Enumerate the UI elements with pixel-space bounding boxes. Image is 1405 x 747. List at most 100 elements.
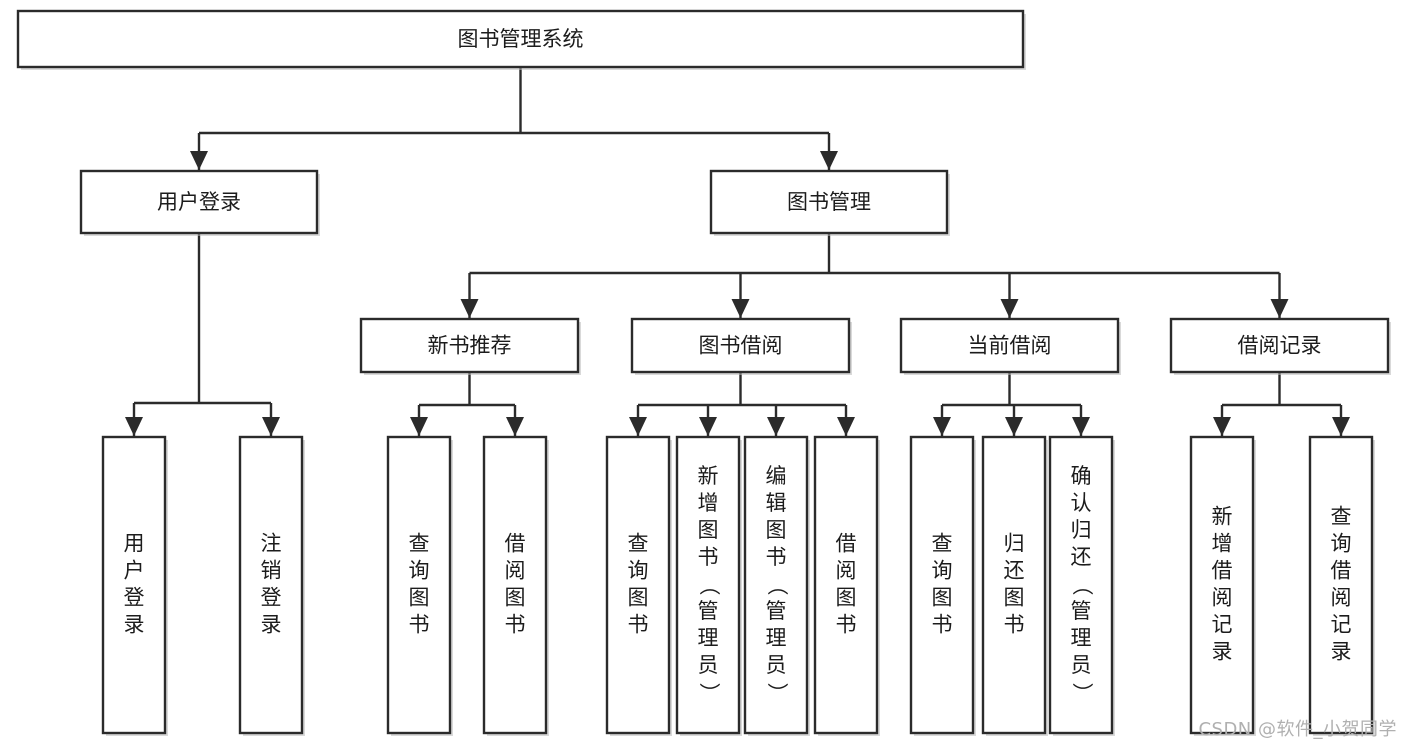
svg-text:图: 图 (932, 586, 953, 610)
svg-text:书: 书 (698, 545, 719, 569)
leaf-add-borrow-record-rect (1189, 435, 1255, 735)
node-borrow-record[interactable]: 借阅记录 (1169, 317, 1391, 375)
node-current-borrow-label: 当前借阅 (968, 334, 1052, 358)
leaf-user-login-label: 用户登录 (124, 532, 145, 637)
arrow-head-icon (410, 417, 428, 436)
svg-text:图: 图 (836, 586, 857, 610)
svg-text:登: 登 (124, 586, 145, 610)
svg-text:询: 询 (932, 559, 953, 583)
leaf-edit-book-admin-rect (743, 435, 809, 735)
svg-text:录: 录 (124, 613, 145, 637)
node-current-borrow[interactable]: 当前借阅 (899, 317, 1121, 375)
svg-text:阅: 阅 (505, 559, 526, 583)
node-root-title-rect (16, 9, 1025, 69)
leaf-return-book-rect (981, 435, 1047, 735)
svg-text:归: 归 (1004, 532, 1025, 556)
node-book-borrow[interactable]: 图书借阅 (630, 317, 852, 375)
svg-text:登: 登 (261, 586, 282, 610)
svg-text:借: 借 (1212, 559, 1233, 583)
node-borrow-record-rect (1169, 317, 1390, 374)
svg-text:新: 新 (1212, 505, 1233, 529)
leaf-user-login[interactable]: 用户登录 (101, 435, 168, 736)
arrow-head-icon (190, 151, 208, 170)
svg-text:书: 书 (505, 613, 526, 637)
svg-text:还: 还 (1004, 559, 1025, 583)
svg-text:（: （ (697, 575, 721, 596)
leaf-borrow-book-1-rect (482, 435, 548, 735)
arrow-head-icon (629, 417, 647, 436)
svg-text:）: ） (1070, 683, 1094, 704)
svg-text:查: 查 (1331, 505, 1352, 529)
arrow-head-icon (699, 417, 717, 436)
arrow-head-icon (460, 299, 479, 318)
arrow-head-icon (1005, 417, 1023, 436)
node-current-borrow-rect (899, 317, 1120, 374)
arrow-head-icon (262, 417, 280, 436)
svg-text:记: 记 (1331, 613, 1352, 637)
arrow-head-icon (506, 417, 524, 436)
svg-text:借: 借 (1331, 559, 1352, 583)
node-user-login[interactable]: 用户登录 (79, 169, 320, 236)
arrow-head-icon (125, 417, 143, 436)
arrow-head-icon (1332, 417, 1350, 436)
svg-text:管: 管 (698, 599, 719, 623)
edges-layer (125, 67, 1350, 436)
svg-text:询: 询 (409, 559, 430, 583)
svg-text:认: 认 (1071, 491, 1092, 515)
svg-text:户: 户 (124, 559, 145, 583)
svg-text:录: 录 (1212, 640, 1233, 664)
node-root-title[interactable]: 图书管理系统 (16, 9, 1026, 70)
node-root-title-label: 图书管理系统 (458, 27, 584, 51)
arrow-head-icon (767, 417, 785, 436)
node-book-management-rect (709, 169, 949, 235)
svg-text:书: 书 (932, 613, 953, 637)
svg-text:（: （ (1070, 575, 1094, 596)
svg-text:理: 理 (1071, 626, 1092, 650)
svg-text:借: 借 (505, 532, 526, 556)
svg-text:阅: 阅 (836, 559, 857, 583)
svg-text:理: 理 (766, 626, 787, 650)
svg-text:（: （ (765, 575, 789, 596)
leaf-logout-login-rect (238, 435, 304, 735)
node-book-management[interactable]: 图书管理 (709, 169, 950, 236)
svg-text:增: 增 (1212, 532, 1233, 556)
leaf-add-book-admin-rect (675, 435, 741, 735)
arrow-head-icon (731, 299, 750, 318)
node-book-management-label: 图书管理 (787, 190, 871, 214)
svg-text:还: 还 (1071, 545, 1092, 569)
svg-text:）: ） (765, 683, 789, 704)
node-user-login-rect (79, 169, 319, 235)
node-new-book-recommend[interactable]: 新书推荐 (359, 317, 581, 375)
svg-text:编: 编 (766, 464, 787, 488)
svg-text:书: 书 (1004, 613, 1025, 637)
node-book-borrow-label: 图书借阅 (699, 334, 783, 358)
svg-text:录: 录 (261, 613, 282, 637)
svg-text:图: 图 (1004, 586, 1025, 610)
svg-text:图: 图 (505, 586, 526, 610)
svg-text:销: 销 (261, 559, 282, 583)
nodes-layer: 图书管理系统用户登录图书管理新书推荐图书借阅当前借阅借阅记录用户登录注销登录查询… (16, 9, 1391, 736)
